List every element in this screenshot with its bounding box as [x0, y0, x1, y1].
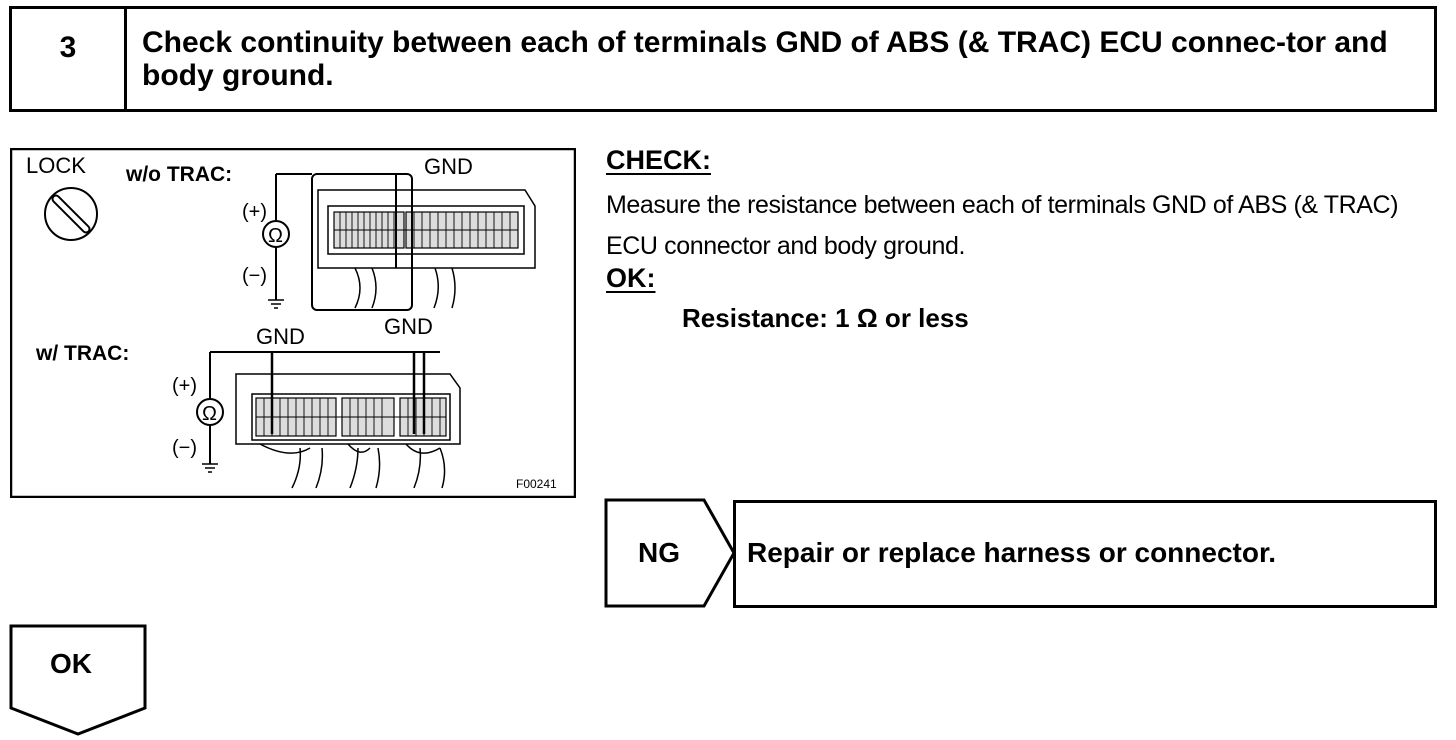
plus-label-1: (+)	[242, 201, 267, 223]
resistance-spec: Resistance: 1 Ω or less	[682, 303, 969, 333]
ok-label: OK	[50, 648, 92, 679]
step-number: 3	[12, 9, 127, 109]
ecu-connector-lower	[235, 373, 461, 489]
gnd-label-mid-right: GND	[384, 314, 433, 339]
ng-action-text: Repair or replace harness or connector.	[747, 537, 1277, 568]
lock-label: LOCK	[26, 153, 86, 178]
minus-label-1: (−)	[242, 265, 267, 287]
wiring-diagram: LOCK w/o TRAC: GND Ω	[10, 148, 576, 498]
ohm-symbol-2: Ω	[202, 403, 217, 425]
gnd-label-mid-left: GND	[256, 324, 305, 349]
ok-heading: OK:	[606, 263, 656, 293]
ok-arrow-shape	[9, 624, 147, 736]
ignition-lock-icon	[44, 187, 98, 241]
step-header: 3 Check continuity between each of termi…	[9, 6, 1437, 112]
check-heading: CHECK:	[606, 145, 711, 175]
ng-action-box	[733, 500, 1437, 608]
ecu-connector-upper	[317, 189, 536, 309]
ohm-symbol-1: Ω	[268, 225, 283, 247]
ng-label: NG	[638, 537, 680, 568]
gnd-label-top: GND	[424, 154, 473, 179]
step-title: Check continuity between each of termina…	[142, 26, 1388, 92]
figure-id: F00241	[516, 477, 557, 491]
ng-arrow-shape	[604, 498, 736, 608]
diagram-frame	[10, 148, 576, 498]
minus-label-2: (−)	[172, 437, 197, 459]
plus-label-2: (+)	[172, 375, 197, 397]
check-text: Measure the resistance between each of t…	[606, 191, 1399, 260]
wo-trac-label: w/o TRAC:	[125, 163, 232, 186]
w-trac-label: w/ TRAC:	[35, 342, 129, 365]
